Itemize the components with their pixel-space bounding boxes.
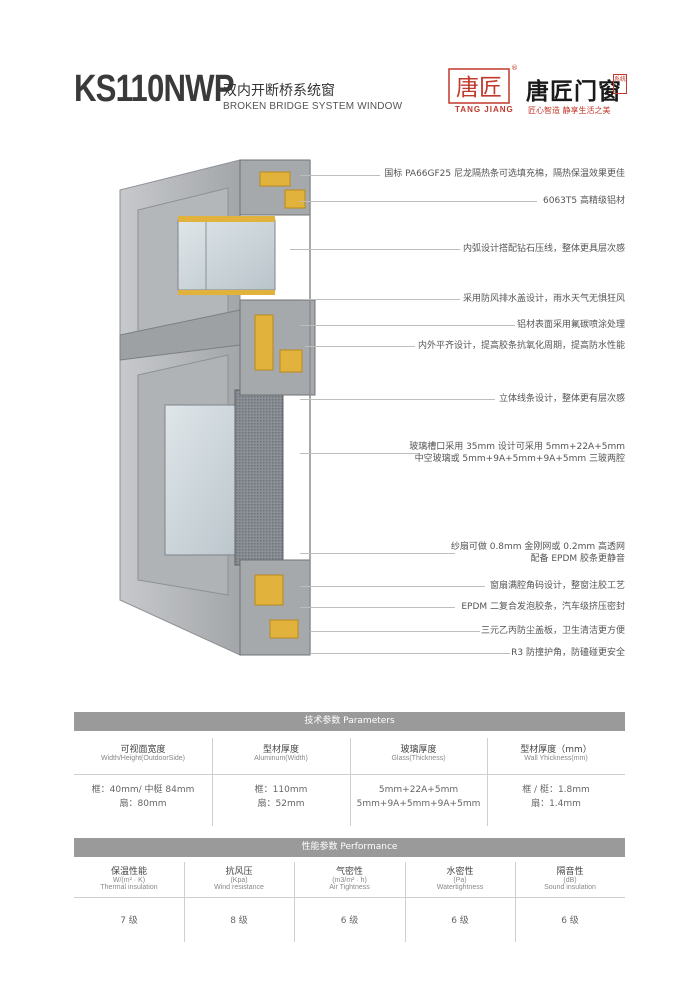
performance-column: 气密性 (m3/m² · h) Air Tightness [294,864,405,891]
value-line: 5mm+9A+5mm+9A+5mm [356,799,481,809]
value-line: 扇：80mm [119,799,167,809]
column-label: 保温性能 [110,867,147,877]
leader-line [290,249,460,250]
callout-arc-design: 内弧设计搭配钻石压线，整体更具层次感 [462,244,625,254]
column-sub: Glass(Thickness) [391,755,446,762]
leader-line [310,631,480,632]
callout-flush-design: 内外平齐设计，提高胶条抗氧化周期，提高防水性能 [417,341,625,351]
leader-line [300,175,380,176]
callout-3d-lines: 立体线条设计，整体更有层次感 [498,394,625,404]
parameters-values: 框：110mm 扇：52mm [212,783,350,811]
callout-drain-cover: 采用防风排水盖设计，雨水天气无惧狂风 [462,294,625,304]
value-line: 扇：52mm [257,799,305,809]
callout-insulation-strip: 国标 PA66GF25 尼龙隔热条可选填充棉，隔热保温效果更佳 [384,169,625,179]
leader-line [310,653,510,654]
column-unit: (Pa) [453,877,467,884]
parameters-values: 框：40mm/ 中梃 84mm 扇：80mm [74,783,212,811]
parameters-values: 框 / 梃：1.8mm 扇：1.4mm [487,783,625,811]
brand-name-en: TANG JIANG [455,105,514,114]
parameters-values: 5mm+22A+5mm 5mm+9A+5mm+9A+5mm [350,783,487,811]
leader-line [300,607,455,608]
performance-table-heading: 性能参数 Performance [74,838,625,857]
leader-line [300,586,485,587]
column-sub: Air Tightness [329,884,370,891]
parameters-table-heading: 技术参数 Parameters [74,712,625,731]
table-divider [74,897,625,898]
brand-logo-mark: 唐匠 [448,68,510,104]
value-line: 框 / 梃：1.8mm [522,785,590,795]
product-title-en: BROKEN BRIDGE SYSTEM WINDOW [223,101,403,112]
column-unit: (Kpa) [230,877,248,884]
brand-slogan: 匠心智造 静享生活之美 [528,106,611,115]
table-divider [212,738,213,826]
column-label: 抗风压 [225,867,253,877]
performance-value: 6 级 [451,916,469,926]
parameters-column: 型材厚度 Aluminum(Width) [212,742,350,762]
performance-column: 水密性 (Pa) Watertightness [405,864,515,891]
value-line: 扇：1.4mm [531,799,581,809]
table-divider [405,862,406,942]
performance-value: 7 级 [120,916,138,926]
column-label: 玻璃厚度 [400,745,437,755]
svg-text:唐匠: 唐匠 [456,75,502,101]
product-title-cn: 双内开断桥系统窗 [223,83,335,99]
column-label: 水密性 [446,867,474,877]
table-divider [515,862,516,942]
column-sub: Watertightness [436,884,484,891]
table-divider [487,738,488,826]
parameters-column: 玻璃厚度 Glass(Thickness) [350,742,487,762]
performance-column: 隔音性 (dB) Sound insulation [515,864,625,891]
callout-surface-coating: 铝材表面采用氟碳喷涂处理 [516,320,625,330]
column-sub: Aluminum(Width) [254,755,308,762]
value-line: 5mm+22A+5mm [378,785,459,795]
value-line: 框：110mm [254,785,308,795]
callout-screen-mesh-1: 纱扇可做 0.8mm 金刚网或 0.2mm 高透网 [450,542,625,552]
performance-value: 6 级 [340,916,359,926]
column-label: 气密性 [335,867,363,877]
callout-aluminum-grade: 6063T5 高精级铝材 [543,196,625,206]
callout-corner-guard: R3 防撞护角，防磕碰更安全 [511,648,625,658]
parameters-column: 型材厚度（mm） Wall Yhickness(mm) [487,742,625,762]
parameters-column: 可视面宽度 Width/Height(OutdoorSide) [74,742,212,762]
callout-dust-cover: 三元乙丙防尘盖板，卫生清洁更方便 [480,626,625,636]
column-label: 隔音性 [556,867,584,877]
column-sub: Thermal insulation [100,884,158,891]
column-sub: Wall Yhickness(mm) [524,755,588,762]
callout-epdm-seal: EPDM 二复合发泡胶条，汽车级挤压密封 [461,602,625,612]
leader-line [300,325,515,326]
performance-value: 8 级 [230,916,248,926]
performance-column: 保温性能 W/(m² · K) Thermal insulation [74,864,184,891]
brand-name-cn: 唐匠门窗 [526,79,622,105]
column-sub: Width/Height(OutdoorSide) [100,755,186,762]
column-label: 型材厚度 [262,745,299,755]
registered-mark: ® [511,64,518,72]
performance-column: 抗风压 (Kpa) Wind resistance [184,864,294,891]
table-divider [184,862,185,942]
column-label: 型材厚度（mm） [520,745,592,755]
leader-line [300,453,420,454]
column-unit: W/(m² · K) [112,877,146,884]
value-line: 框：40mm/ 中梃 84mm [91,785,195,795]
column-sub: Wind resistance [214,884,264,891]
table-divider [294,862,295,942]
leader-line [300,399,495,400]
performance-value: 6 级 [561,916,579,926]
leader-line [300,201,537,202]
callout-glass-slot-1: 玻璃槽口采用 35mm 设计可采用 5mm+22A+5mm [409,442,625,452]
leader-line [300,299,460,300]
callout-screen-mesh-2: 配备 EPDM 胶条更静音 [530,554,625,564]
leader-line [305,346,415,347]
table-divider [350,738,351,826]
leader-line [300,553,455,554]
callout-corner-joint: 窗扇满腔角码设计，整窗注胶工艺 [489,581,625,591]
model-number: KS110NWP [74,68,235,110]
column-unit: (dB) [563,877,577,884]
callout-glass-slot-2: 中空玻璃或 5mm+9A+5mm+9A+5mm 三玻两腔 [414,454,625,464]
brand-tag: 系统 [613,74,627,94]
window-profile-illustration [119,159,316,656]
column-sub: Sound insulation [544,884,596,891]
column-label: 可视面宽度 [120,745,166,755]
column-unit: (m3/m² · h) [332,877,367,884]
table-divider [74,774,625,775]
